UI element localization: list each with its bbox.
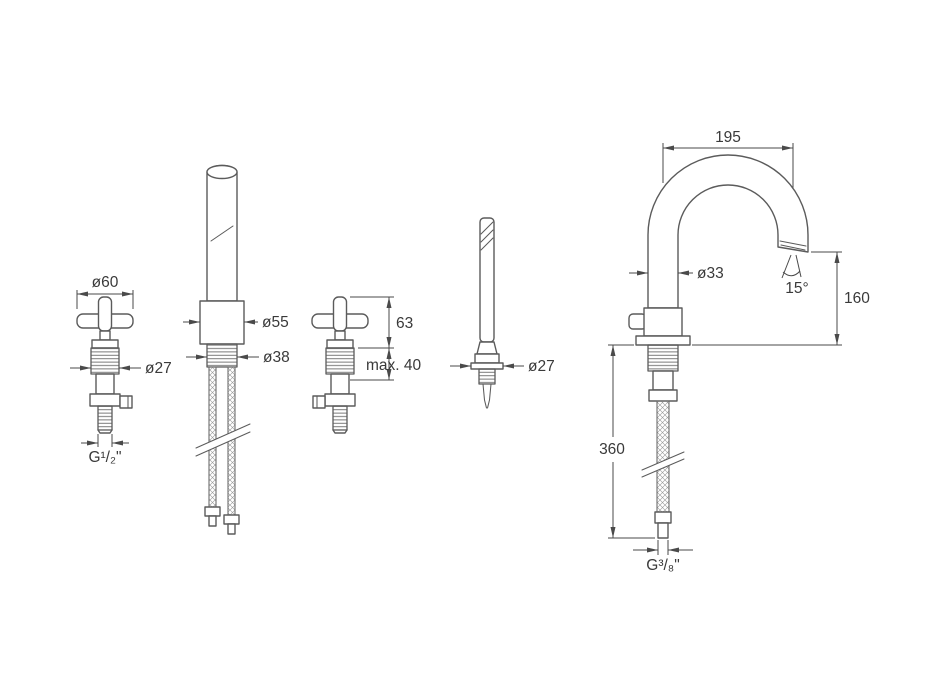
supply-hose [656,400,670,513]
valve-stem [99,330,111,341]
dim-label-g12: G¹/₂" [88,449,121,466]
hose-end-tip [227,523,236,535]
dim-label-360: 360 [599,441,625,458]
valve-nut [324,393,356,407]
break-line [195,431,251,457]
dim-label-o60: ø60 [92,274,119,291]
handshower-view: ø27 [450,217,555,409]
break-line [195,423,251,449]
spray-face-hatch [480,229,494,243]
thread-section [478,368,496,385]
dim-label-63: 63 [396,315,413,332]
shank-neck [652,370,674,391]
valve-neck [330,373,350,395]
angle-arc [782,270,801,277]
tail-chamfer [97,429,113,434]
cross-handle-post [332,296,348,332]
valve-collar [91,339,119,349]
dim-label-195: 195 [715,129,741,146]
right-valve-view: 63 max. 40 [311,296,422,434]
thread-section [206,343,238,368]
hose-end-nut [223,514,240,525]
dim-label-o33: ø33 [697,265,724,282]
handshower-flange [474,353,500,364]
break-line [641,451,685,471]
handshower-washer [470,362,504,370]
hose-end-nut [204,506,221,517]
highlight-line [210,225,234,242]
dim-label-15deg: 15° [785,280,808,297]
dim-outlet-height-160 [692,251,842,346]
dim-label-160: 160 [844,290,870,307]
dim-label-o38: ø38 [263,349,290,366]
dim-label-max40: max. 40 [366,357,422,374]
spray-face-hatch [480,237,494,251]
left-valve-view: ø60 ø27 G¹/₂" [70,274,172,466]
side-outlet [312,395,326,409]
side-outlet [119,395,133,409]
column-cap [206,164,238,180]
dim-handle-diameter [76,290,134,309]
base-flange [635,335,691,346]
thread-section [647,344,679,372]
thread-section [90,347,120,375]
angle-leg [795,254,802,278]
thread-tail [332,405,348,431]
break-line [641,458,685,478]
aerator-line [779,240,807,247]
thread-tail [97,405,113,431]
spout-assembly-view: 195 15° ø33 360 [599,129,870,574]
valve-nut [89,393,121,407]
gooseneck-spout [647,154,809,309]
dim-hose-thread [633,540,693,555]
cross-handle-post [97,296,113,332]
dim-thread [81,434,129,447]
hose-tail [482,383,492,409]
valve-collar [326,339,354,349]
hose-end-tip [208,515,217,527]
hose-end-nut [654,511,672,524]
dim-label-o27-left: ø27 [145,360,172,377]
dim-label-o55: ø55 [262,314,289,331]
tail-chamfer [332,429,348,434]
spout-column-view: ø55 ø38 [183,164,290,535]
dim-label-o27-shower: ø27 [528,358,555,375]
angle-leg [781,254,792,279]
break-mark [642,452,684,477]
handshower-cone [476,341,498,355]
hose-end-tip [657,522,669,539]
thread-section [325,347,355,375]
dim-hose-length-360 [608,344,655,539]
break-mark [196,424,250,456]
mounting-nut [648,389,678,402]
spray-face-hatch [480,221,494,235]
dim-deck-max40 [350,348,394,381]
column-base-block [199,300,245,345]
flex-hose-left [208,366,217,508]
valve-stem [334,330,346,341]
dim-label-g38: G³/₈" [646,557,679,574]
faucet-body [643,307,683,337]
aerator-line [780,244,806,251]
valve-neck [95,373,115,395]
